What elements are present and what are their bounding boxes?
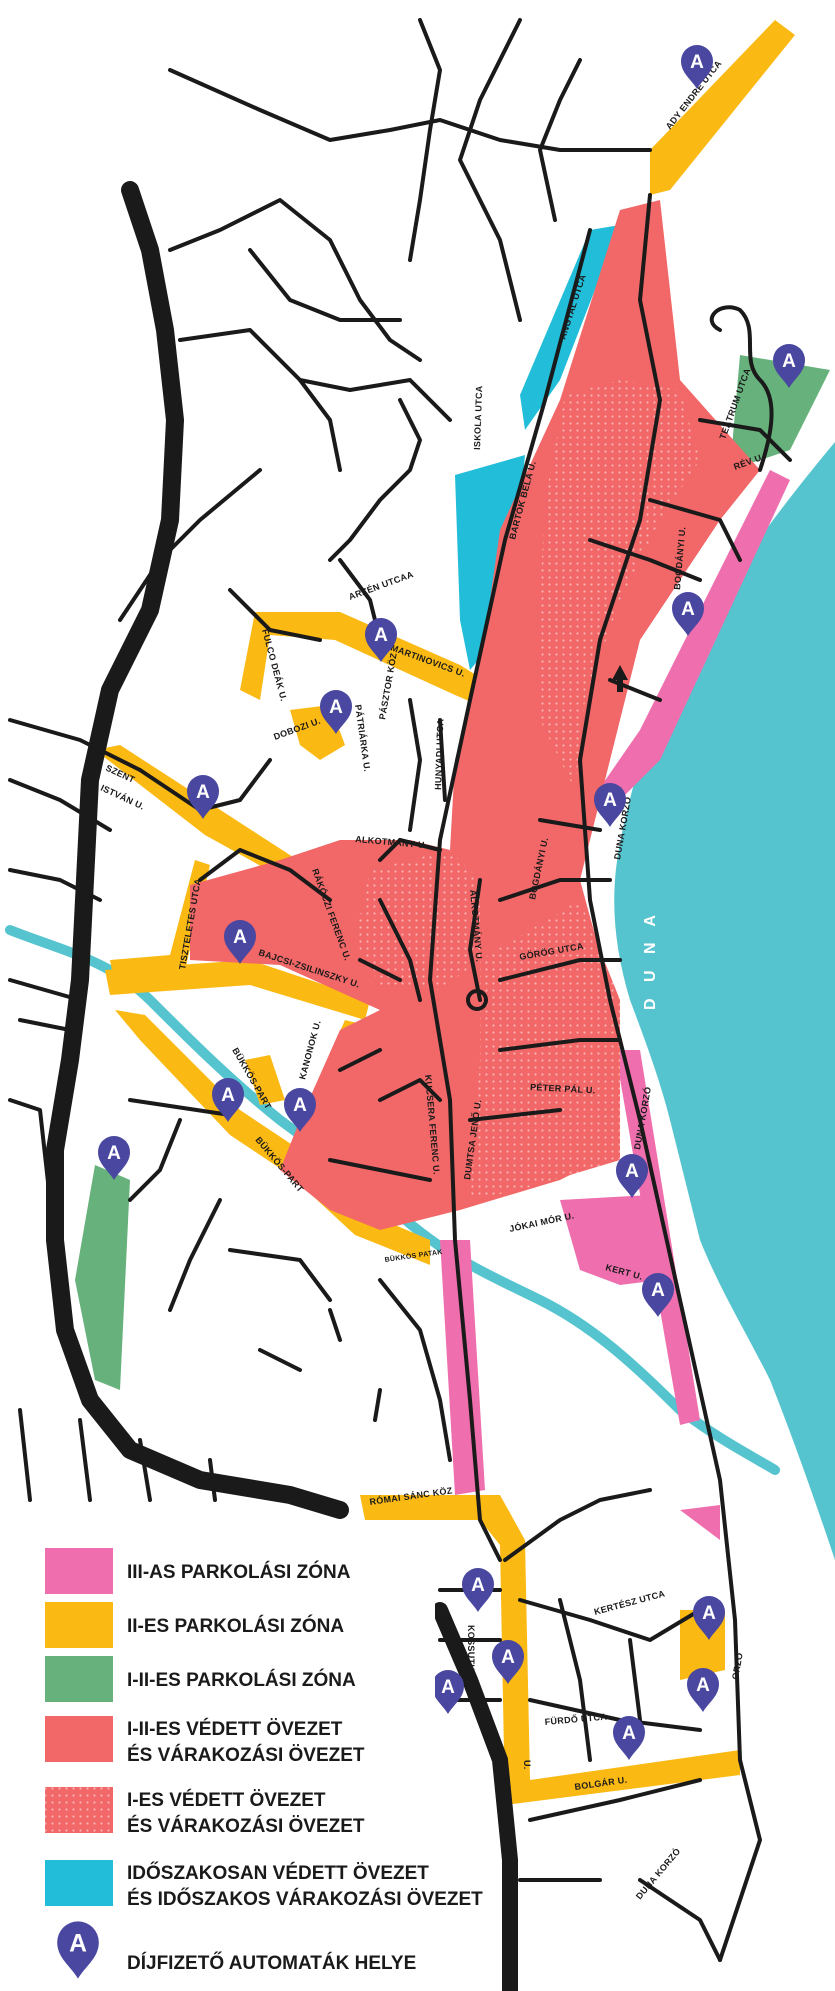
svg-text:PÁSZTOR KÖZ: PÁSZTOR KÖZ xyxy=(377,652,399,721)
roundabout xyxy=(466,989,488,1011)
svg-text:KERTÉSZ UTCA: KERTÉSZ UTCA xyxy=(593,1588,666,1617)
marker-kossuth-mid: A xyxy=(492,1640,524,1684)
svg-text:A: A xyxy=(622,1723,636,1744)
marker-highway: A xyxy=(432,1670,464,1714)
marker-duna-korzo-top: A xyxy=(594,783,626,827)
marker-furdo: A xyxy=(613,1716,645,1760)
svg-text:A: A xyxy=(603,790,617,811)
marker-bogdanyi: A xyxy=(672,592,704,636)
svg-text:PÁTRIÁRKA U.: PÁTRIÁRKA U. xyxy=(353,704,372,772)
svg-text:A: A xyxy=(107,1143,121,1164)
legend-label-zone2: II-ES PARKOLÁSI ZÓNA xyxy=(127,1615,344,1637)
svg-text:A: A xyxy=(625,1161,639,1182)
zone-3-kossuth xyxy=(440,1240,485,1495)
svg-text:A: A xyxy=(690,52,704,73)
zone-protected-1-south xyxy=(470,900,620,1200)
marker-bukkos-part: A xyxy=(212,1078,244,1122)
marker-park: A xyxy=(98,1136,130,1180)
legend-label-zone12: I-II-ES PARKOLÁSI ZÓNA xyxy=(127,1669,356,1691)
zone-12-teatrum xyxy=(730,355,830,470)
svg-text:A: A xyxy=(471,1575,485,1596)
svg-text:U.: U. xyxy=(522,1760,532,1770)
zone-3-kert xyxy=(560,1195,660,1285)
marker-duna-korzo-mid: A xyxy=(616,1154,648,1198)
svg-text:ISKOLA UTCA: ISKOLA UTCA xyxy=(472,385,484,450)
danube-label: D U N A xyxy=(642,909,659,1010)
svg-text:ORZÓ: ORZÓ xyxy=(729,1652,745,1681)
svg-text:A: A xyxy=(69,1930,87,1957)
zone-3-duna-korzo-upper xyxy=(595,470,790,810)
zone-12-bukkos-park xyxy=(75,1165,130,1390)
legend-label-protected1-1: I-ES VÉDETT ÖVEZET xyxy=(127,1789,326,1811)
svg-text:A: A xyxy=(196,782,210,803)
legend-swatch-zone2 xyxy=(45,1602,113,1648)
highway-south xyxy=(432,1602,518,1991)
marker-arzen: A xyxy=(365,618,397,662)
svg-text:A: A xyxy=(681,599,695,620)
marker-szent-istvan: A xyxy=(187,775,219,819)
legend: III-AS PARKOLÁSI ZÓNA II-ES PARKOLÁSI ZÓ… xyxy=(0,1530,483,1991)
svg-text:A: A xyxy=(782,351,796,372)
legend-swatch-protected12 xyxy=(45,1716,113,1762)
svg-text:KOSSUTH L. U.: KOSSUTH L. U. xyxy=(466,1625,476,1695)
svg-text:KANONOK U.: KANONOK U. xyxy=(297,1019,322,1081)
zone-2-romai-sanc xyxy=(360,1495,740,1805)
legend-label-protected1-2: ÉS VÁRAKOZÁSI ÖVEZET xyxy=(127,1815,365,1837)
svg-text:A: A xyxy=(651,1280,665,1301)
zone-3-duna-korzo-lower xyxy=(615,1050,700,1425)
marker-dobozi: A xyxy=(320,690,352,734)
legend-label-seasonal-1: IDŐSZAKOSAN VÉDETT ÖVEZET xyxy=(127,1862,429,1884)
zone-2-bukkos-small xyxy=(245,1055,285,1105)
legend-marker-icon: A xyxy=(57,1921,99,1979)
zone-seasonal-angyal xyxy=(520,225,620,430)
svg-text:A: A xyxy=(233,927,247,948)
zone-2-bajcsy xyxy=(105,960,370,1020)
marker-kossuth-top: A xyxy=(462,1568,494,1612)
legend-swatch-zone3 xyxy=(45,1548,113,1594)
marker-kertesz: A xyxy=(693,1596,725,1640)
svg-text:HUNYADI UTCA: HUNYADI UTCA xyxy=(433,718,445,790)
zone-seasonal-iskola xyxy=(455,455,525,670)
legend-label-seasonal-2: ÉS IDŐSZAKOS VÁRAKOZÁSI ÖVEZET xyxy=(127,1888,483,1910)
svg-text:A: A xyxy=(293,1095,307,1116)
arrow-icon xyxy=(612,665,628,692)
marker-ady-endre: A xyxy=(681,45,713,89)
legend-label-protected12-2: ÉS VÁRAKOZÁSI ÖVEZET xyxy=(127,1744,365,1766)
zone-protected-1-center xyxy=(355,850,480,990)
svg-text:A: A xyxy=(441,1677,455,1698)
marker-bajcsy: A xyxy=(224,920,256,964)
svg-text:PÉTER PÁL U.: PÉTER PÁL U. xyxy=(530,1082,596,1095)
svg-text:A: A xyxy=(696,1675,710,1696)
legend-swatch-zone12 xyxy=(45,1656,113,1702)
legend-swatch-protected1 xyxy=(45,1787,113,1833)
marker-kert: A xyxy=(642,1273,674,1317)
svg-text:A: A xyxy=(329,697,343,718)
legend-swatch-seasonal xyxy=(45,1860,113,1906)
zone-2-tiszteletes xyxy=(110,860,210,985)
zone-2-ady-endre xyxy=(650,20,795,195)
svg-text:A: A xyxy=(702,1603,716,1624)
street-network xyxy=(8,18,792,1962)
svg-text:FÜRDŐ UTCA: FÜRDŐ UTCA xyxy=(544,1711,607,1727)
svg-text:A: A xyxy=(501,1647,515,1668)
legend-label-zone3: III-AS PARKOLÁSI ZÓNA xyxy=(127,1561,351,1583)
ticket-machine-markers: A A A A A A A A A A A A A A A A A A A xyxy=(98,45,805,1760)
svg-text:ISTVÁN U.: ISTVÁN U. xyxy=(99,783,146,812)
marker-kanonok: A xyxy=(284,1088,316,1132)
svg-text:A: A xyxy=(221,1085,235,1106)
marker-teatrum: A xyxy=(773,344,805,388)
legend-label-protected12-1: I-II-ES VÉDETT ÖVEZET xyxy=(127,1718,343,1740)
main-highway xyxy=(46,181,349,1519)
svg-text:JÓKAI MÓR U.: JÓKAI MÓR U. xyxy=(508,1209,575,1234)
marker-orzo: A xyxy=(687,1668,719,1712)
legend-label-machines: DÍJFIZETŐ AUTOMATÁK HELYE xyxy=(127,1952,416,1974)
zone-3-small xyxy=(680,1505,720,1540)
svg-text:A: A xyxy=(374,625,388,646)
